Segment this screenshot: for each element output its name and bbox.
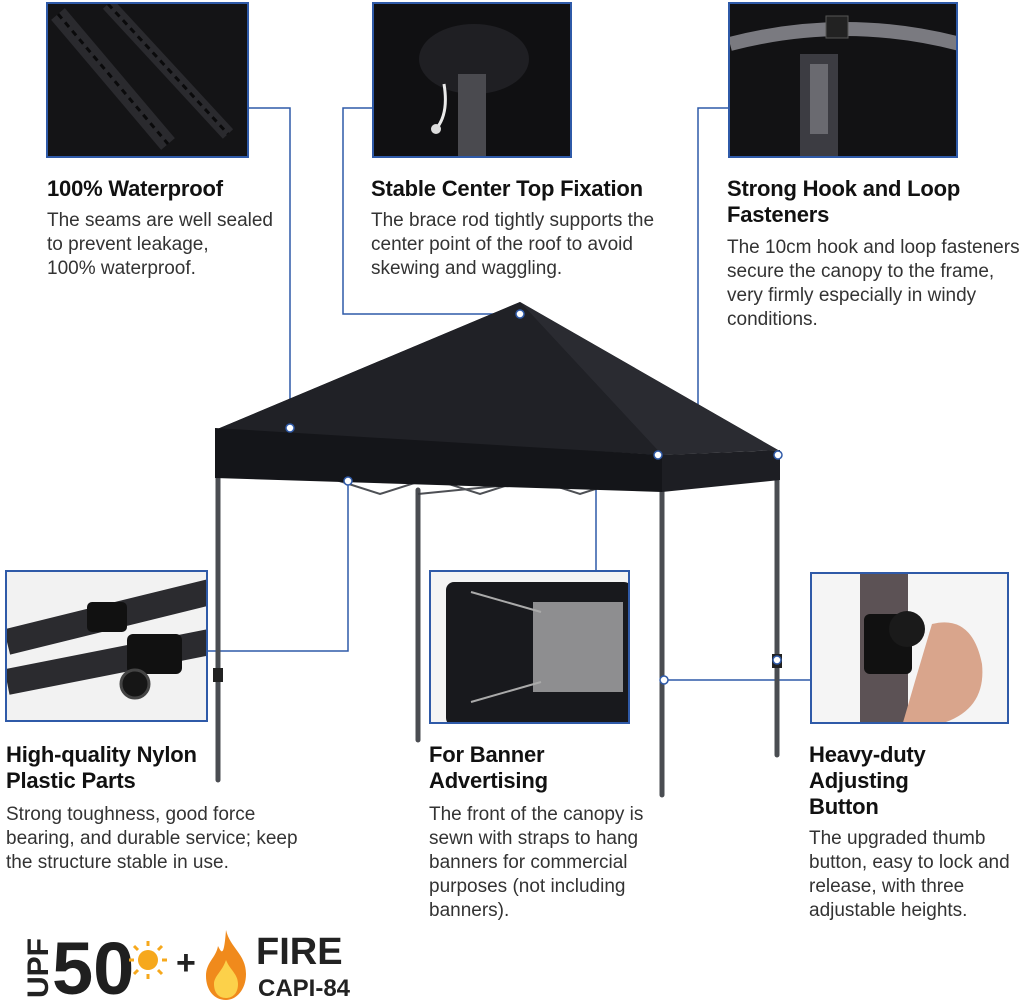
plus-sign: + <box>176 944 196 982</box>
upf-value: 50 <box>52 927 134 1002</box>
hook-loop-title: Strong Hook and Loop Fasteners <box>727 176 961 227</box>
center-fixation-desc: The brace rod tightly supports the cente… <box>371 210 655 279</box>
dot-hook-loop <box>773 450 783 460</box>
sun-icon <box>129 941 167 979</box>
hook-loop-desc: The 10cm hook and loop fasteners secure … <box>727 237 1020 330</box>
banner-desc: The front of the canopy is sewn with str… <box>429 804 644 921</box>
callout-line-waterproof <box>248 107 291 428</box>
waterproof-fabric-photo <box>46 2 249 158</box>
button-desc: The upgraded thumb button, easy to lock … <box>809 828 1010 921</box>
flame-icon <box>206 930 246 1000</box>
upf-label: UPF <box>22 938 55 998</box>
nylon-parts-desc: Strong toughness, good force bearing, an… <box>6 804 298 873</box>
fire-label: FIRE <box>256 931 343 973</box>
certification-badges: UPF 50 + FIRE CAPI-84 <box>22 927 351 1002</box>
truss-frame <box>329 476 631 496</box>
nylon-plastic-parts-photo <box>5 570 208 722</box>
banner-advertising-photo <box>429 570 630 724</box>
leg-button <box>213 668 223 682</box>
adjusting-button-photo <box>810 572 1009 724</box>
canopy-valance-side <box>662 450 780 492</box>
button-title: Heavy-duty Adjusting Button <box>809 742 926 819</box>
hook-loop-fastener-photo <box>728 2 958 158</box>
nylon-parts-title: High-quality Nylon Plastic Parts <box>6 742 197 793</box>
dot-banner <box>653 450 663 460</box>
callout-line-nylon <box>207 481 349 652</box>
callout-line-center <box>342 107 520 315</box>
center-top-fixation-photo <box>372 2 572 158</box>
dot-center-top <box>515 309 525 319</box>
dot-waterproof <box>285 423 295 433</box>
banner-title: For Banner Advertising <box>429 742 548 793</box>
waterproof-title: 100% Waterproof <box>47 176 223 201</box>
center-fixation-title: Stable Center Top Fixation <box>371 176 643 201</box>
dot-button-left <box>659 675 669 685</box>
dot-nylon <box>343 476 353 486</box>
canopy-valance-front <box>215 428 662 492</box>
fire-code: CAPI-84 <box>258 975 351 1002</box>
waterproof-desc: The seams are well sealed to prevent lea… <box>47 210 273 279</box>
dot-button-right <box>772 655 782 665</box>
